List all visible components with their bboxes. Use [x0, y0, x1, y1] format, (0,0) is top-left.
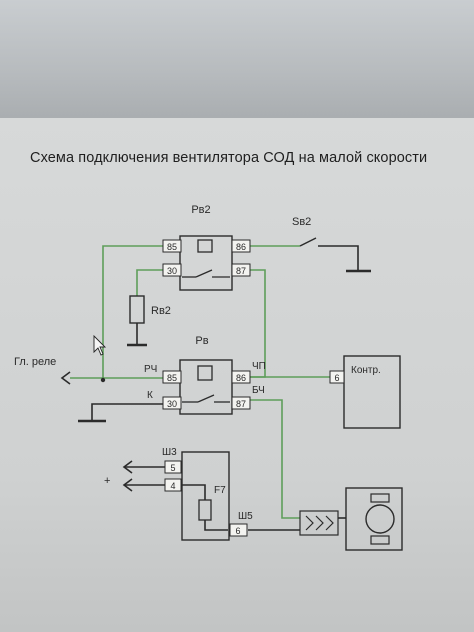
arrow-sh3-4 — [122, 478, 133, 492]
switch-label: Sв2 — [292, 216, 311, 228]
rv2-pin-85: 85 — [167, 242, 177, 252]
motor-connector — [299, 510, 339, 536]
relay-rv2: 85 86 30 87 Рв2 — [162, 204, 251, 291]
fuse-label: F7 — [214, 485, 226, 496]
arrows — [60, 371, 133, 492]
fuse-f7 — [198, 499, 212, 521]
controller-pin: 6 — [334, 373, 339, 383]
ground-symbols — [78, 269, 371, 423]
switch-sv2: Sв2 — [292, 216, 317, 247]
sh5-label: Ш5 — [238, 511, 253, 522]
resistor-label: Rв2 — [151, 305, 171, 317]
resistor-rv2: Rв2 — [129, 295, 171, 324]
sh5-pin: 6 — [235, 526, 240, 536]
sh3-pin-5: 5 — [170, 463, 175, 473]
rv-pin-30: 30 — [167, 399, 177, 409]
rv2-pin-87: 87 — [236, 266, 246, 276]
motor-icon — [365, 504, 395, 534]
rv-pin-86: 86 — [236, 373, 246, 383]
rv-pin-87: 87 — [236, 399, 246, 409]
diagram-title: Схема подключения вентилятора СОД на мал… — [30, 150, 428, 166]
motor-block — [345, 487, 403, 551]
rch-label: РЧ — [144, 364, 157, 375]
black-wires — [91, 245, 359, 531]
arrow-sh3-5 — [122, 460, 133, 474]
controller-label: Контр. — [351, 365, 381, 376]
chp-label: ЧП — [252, 361, 266, 372]
rv-pin-85: 85 — [167, 373, 177, 383]
rv2-pin-30: 30 — [167, 266, 177, 276]
sh3-pin-4: 4 — [170, 481, 175, 491]
fuse-block: 5 4 6 Ш3 F7 Ш5 + — [104, 447, 253, 541]
k-label: К — [147, 390, 153, 401]
controller-block: 6 Контр. — [329, 355, 401, 429]
monitor-bezel — [0, 0, 474, 120]
plus-label: + — [104, 475, 110, 487]
rv-label: Рв — [195, 335, 208, 347]
rv2-pin-86: 86 — [236, 242, 246, 252]
relay-rv: 85 86 30 87 Рв — [162, 335, 251, 415]
junction-dot — [100, 377, 106, 383]
rv2-label: Рв2 — [191, 204, 210, 216]
green-wires — [70, 245, 330, 519]
bch-label: БЧ — [252, 385, 265, 396]
main-relay-label: Гл. реле — [14, 356, 56, 368]
mouse-cursor-icon — [93, 334, 107, 356]
arrow-main-relay — [60, 371, 71, 385]
sh3-label: Ш3 — [162, 447, 177, 458]
